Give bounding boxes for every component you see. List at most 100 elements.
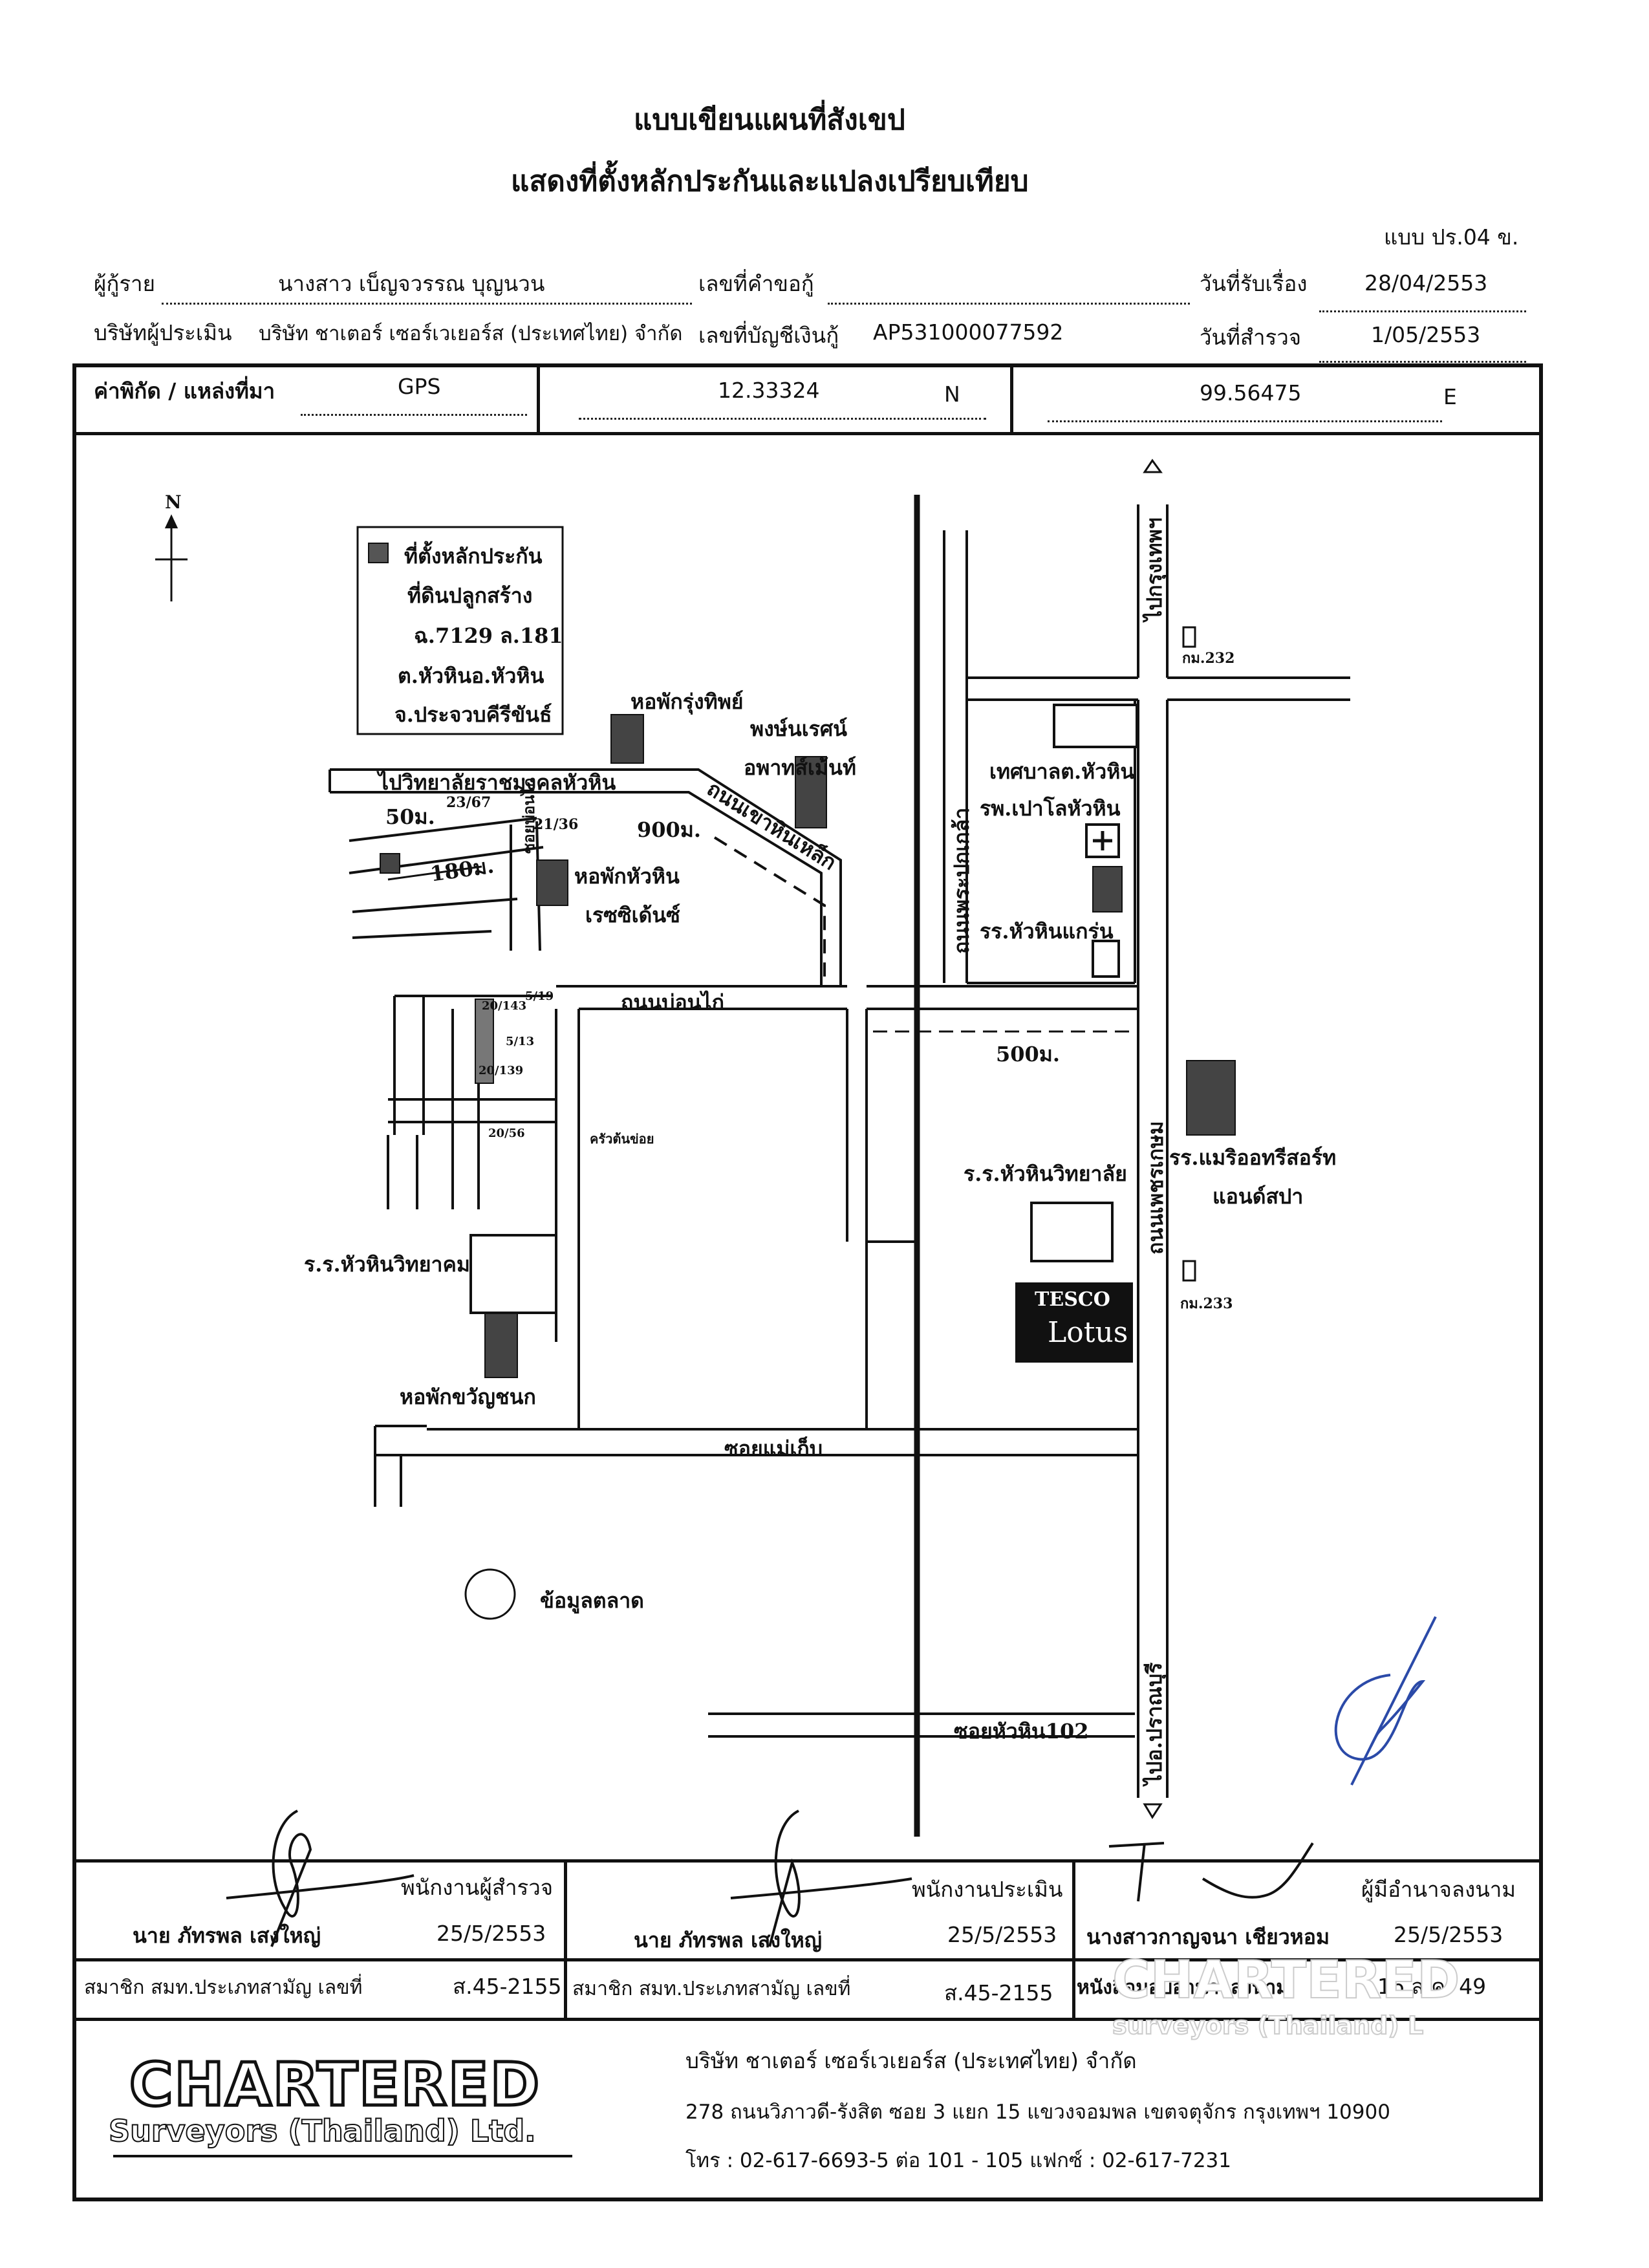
appraiser-date: 25/5/2553 <box>947 1922 1057 1947</box>
coords-lon: 99.56475 <box>1200 380 1302 405</box>
spa-label: แอนด์สปา <box>1212 1184 1304 1209</box>
title-line-2: แสดงที่ตั้งหลักประกันและแปลงเปรียบเทียบ <box>511 165 1029 198</box>
market-data-marker <box>464 1568 516 1620</box>
house-20143: 20/143 <box>482 999 527 1013</box>
page-frame <box>72 363 1543 2201</box>
legend-line-5: จ.ประจวบคีรีขันธ์ <box>394 702 552 727</box>
collateral-legend-swatch <box>368 543 389 563</box>
horpak-huahin-label: หอพักหัวหิน <box>574 864 680 889</box>
municipality-label: เทศบาลต.หัวหิน <box>989 759 1135 784</box>
authorized-role: ผู้มีอำนาจลงนาม <box>1361 1877 1516 1902</box>
road-petkasem <box>1137 700 1169 1798</box>
north-label: N <box>165 491 182 513</box>
company-value: บริษัท ชาเตอร์ เซอร์เวเยอร์ส (ประเทศไทย)… <box>259 322 683 345</box>
km232-label: กม.232 <box>1182 650 1235 667</box>
coords-source: GPS <box>398 374 441 399</box>
legend-line-1: ที่ตั้งหลักประกัน <box>404 544 543 568</box>
surveyor-role: พนักงานผู้สำรวจ <box>401 1875 554 1900</box>
member-no-1: ส.45-2155 <box>453 1974 562 1999</box>
footer-company: บริษัท ชาเตอร์ เซอร์เวเยอร์ส (ประเทศไทย)… <box>685 2048 1137 2073</box>
borrower-label: ผู้กู้ราย <box>94 271 155 296</box>
tesco-lotus-logo <box>1015 1282 1133 1363</box>
survey-label: วันที่สำรวจ <box>1200 325 1302 350</box>
collateral-parcel <box>380 853 400 874</box>
appraiser-signature <box>768 1809 801 1947</box>
logo-underline <box>113 2155 572 2157</box>
municipality-icon <box>1053 704 1138 748</box>
logo-chartered: CHARTERED <box>127 2049 541 2121</box>
authorized-signature <box>1108 1842 1314 1902</box>
building-icon <box>536 859 568 906</box>
coords-lat: 12.33324 <box>718 378 820 403</box>
to-university-label: ไปวิทยาลัยราชมงคลหัวหิน <box>378 770 616 795</box>
survey-value: 1/05/2553 <box>1371 322 1481 347</box>
residence-label: เรซซิเด้นซ์ <box>585 903 680 927</box>
member-label-2: สมาชิก สมท.ประเภทสามัญ เลขที่ <box>572 1978 851 2000</box>
received-value: 28/04/2553 <box>1364 270 1488 296</box>
house-2367: 23/67 <box>446 794 491 811</box>
company-label: บริษัทผู้ประเมิน <box>94 320 232 345</box>
building-icon <box>795 756 827 828</box>
appraiser-role: พนักงานประเมิน <box>912 1877 1063 1902</box>
signature-scribble <box>1334 1674 1426 1761</box>
legend-line-4: ต.หัวหินอ.หัวหิน <box>398 664 544 688</box>
horpak-kwanchanok-label: หอพักขวัญชนก <box>400 1385 536 1409</box>
building-icon <box>1186 1060 1236 1136</box>
account-label: เลขที่บัญชีเงินกู้ <box>698 323 839 348</box>
footer-phone: โทร : 02-617-6693-5 ต่อ 101 - 105 แฟกซ์ … <box>685 2149 1231 2172</box>
member-label-1: สมาชิก สมท.ประเภทสามัญ เลขที่ <box>84 1976 363 1999</box>
pongnaret-label: พงษ์นเรศน์ <box>750 717 847 741</box>
distance-900m: 900ม. <box>637 817 702 842</box>
building-icon <box>484 1312 518 1378</box>
school-icon <box>1092 940 1120 978</box>
house-2056: 20/56 <box>488 1127 525 1140</box>
lotus-text: Lotus <box>1048 1316 1128 1349</box>
house-2136: 21/36 <box>534 816 579 833</box>
building-icon <box>1092 866 1123 913</box>
house-519: 5/19 <box>525 989 554 1003</box>
form-number: แบบ ปร.04 ข. <box>1384 224 1519 250</box>
rr-huahin-college-label: ร.ร.หัวหินวิทยาลัย <box>964 1161 1127 1186</box>
logo-surveyors: Surveyors (Thailand) Ltd. <box>108 2113 537 2149</box>
rr-huahin-wittayakhom-label: ร.ร.หัวหินวิทยาคม <box>304 1252 470 1277</box>
rr-merlin-label: รร.แมริออทรีสอร์ท <box>1169 1145 1337 1170</box>
market-data-label: ข้อมูลตลาด <box>540 1588 644 1613</box>
authorized-date: 25/5/2553 <box>1394 1922 1503 1947</box>
surveyor-name: นาย ภัทรพล เสงใหญ่ <box>133 1923 321 1948</box>
tesco-text: TESCO <box>1035 1288 1110 1311</box>
km233-label: กม.233 <box>1180 1295 1233 1312</box>
distance-50m: 50ม. <box>385 805 435 829</box>
borrower-value: นางสาว เบ็ญจวรรณ บุญนวน <box>278 271 545 296</box>
road-top <box>1137 504 1169 678</box>
apartment-label: อพาทส์เม้นท์ <box>744 755 856 780</box>
member-no-2: ส.45-2155 <box>944 1980 1053 2005</box>
watermark-line-2: surveyors (Thailand) L <box>1112 2011 1424 2040</box>
surveyor-signature <box>270 1809 312 1947</box>
soi-huahin102-label: ซอยหัวหิน102 <box>954 1719 1089 1744</box>
house-513: 5/13 <box>506 1035 535 1048</box>
km-post-icon <box>1182 626 1196 648</box>
house-20139: 20/139 <box>479 1064 524 1077</box>
coords-label: ค่าพิกัด / แหล่งที่มา <box>94 378 275 404</box>
school-icon <box>1030 1202 1114 1262</box>
km-post-icon <box>1182 1260 1196 1282</box>
building-icon <box>610 714 644 764</box>
legend-line-3: ฉ.7129 ล.181 <box>414 623 563 648</box>
proxy-label: หนังสือมอบอำนาจลงนาม <box>1077 1976 1289 1999</box>
legend-line-2: ที่ดินปลูกสร้าง <box>407 583 533 608</box>
kruathonkoi-label: ครัวต้นข่อย <box>590 1131 654 1147</box>
horpak-rungthip-label: หอพักรุ่งทิพย์ <box>630 689 744 714</box>
road-boonai-label: ถนนบ่อนไก่ <box>621 990 724 1015</box>
soi-maekob-label: ซอยแม่เก็บ <box>724 1436 823 1461</box>
coords-lat-dir: N <box>944 382 960 407</box>
collateral-building <box>475 999 494 1084</box>
received-label: วันที่รับเรื่อง <box>1200 271 1308 296</box>
account-value: AP531000077592 <box>873 319 1064 345</box>
school-icon <box>469 1234 557 1314</box>
watermark-line-1: CHARTERED <box>1112 1949 1460 2011</box>
distance-500m: 500ม. <box>996 1042 1061 1066</box>
appraiser-name: นาย ภัทรพล เสงใหญ่ <box>634 1928 823 1952</box>
request-no-label: เลขที่คำขอกู้ <box>698 271 814 296</box>
